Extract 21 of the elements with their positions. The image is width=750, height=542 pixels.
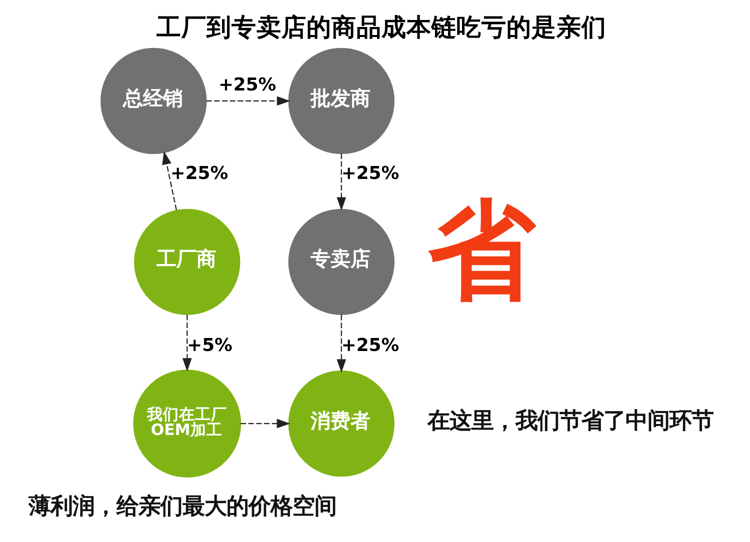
edge-label: +25% [340, 162, 399, 184]
edge-label: +25% [340, 335, 399, 356]
edge-label: +25% [170, 162, 228, 184]
arrow [206, 96, 290, 106]
node-circle: 消费者 [288, 370, 394, 477]
node-circle: 总经销 [100, 48, 206, 154]
edge-label: +25% [218, 74, 276, 96]
diagram-title: 工厂到专卖店的商品成本链吃亏的是亲们 [156, 12, 606, 42]
label: 省 [428, 188, 535, 314]
node-circle: 专卖店 [288, 208, 394, 315]
arrow [182, 314, 192, 372]
arrow [336, 314, 346, 373]
node-circle: 批发商 [288, 48, 394, 154]
label: 薄利润，给亲们最大的价格空间 [28, 494, 336, 520]
label: 在这里，我们节省了中间环节 [426, 408, 713, 434]
arrow [336, 154, 346, 211]
node-circle: 我们在工厂 OEM加工 [132, 370, 241, 478]
arrow [240, 418, 290, 428]
node-circle: 工厂商 [134, 208, 240, 315]
arrow [162, 151, 176, 210]
edge-label: +5% [186, 335, 232, 356]
